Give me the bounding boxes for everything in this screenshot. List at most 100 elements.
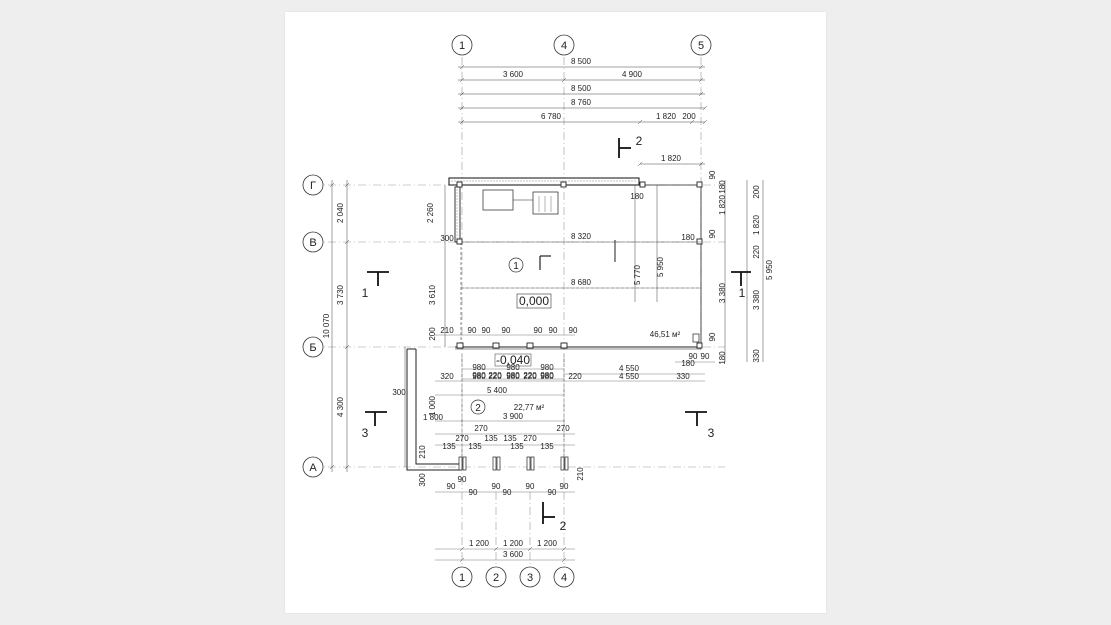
- dim-bottom-90-2: 90: [447, 482, 456, 491]
- dim-row320-6: 980: [540, 372, 554, 381]
- building-upper-block: [448, 177, 703, 350]
- dim-left-200: 200: [428, 327, 437, 341]
- dim-135-3: 135: [484, 434, 498, 443]
- dim-bottom-90-4: 90: [492, 482, 501, 491]
- dim-left-1000: 1 000: [428, 395, 437, 416]
- dim-left-210: 210: [418, 445, 427, 459]
- room2-number-circle: [470, 399, 486, 415]
- room1-level: 0,000: [519, 294, 549, 308]
- dim-135-1: 135: [442, 442, 456, 451]
- axis-label-bottom-1: 1: [459, 572, 465, 584]
- dim-right-330: 330: [752, 349, 761, 363]
- dim-wall-90-3: 90: [502, 326, 511, 335]
- dim-row320-9: 330: [676, 372, 690, 381]
- dim-row320-1: 320: [440, 372, 454, 381]
- dim-bottom-1200b: 1 200: [503, 539, 524, 548]
- dim-right-180b: 180: [718, 351, 727, 365]
- dim-right-3380a: 3 380: [718, 282, 727, 303]
- axis-label-top-4: 4: [561, 40, 567, 52]
- dim-135-6: 135: [540, 442, 554, 451]
- dim-980b-1: 980: [472, 371, 486, 380]
- dim-980a-2: 980: [506, 363, 520, 372]
- dim-270-top: 270: [474, 424, 488, 433]
- dim-right-3380b: 3 380: [752, 289, 761, 310]
- dim-top-6780: 6 780: [541, 112, 562, 121]
- floor-plan-drawing: 1 4 5 1 2 3 4 Г В Б А 8 500 3 600 4 900 …: [302, 34, 774, 588]
- dim-row320-7: 220: [568, 372, 582, 381]
- axis-label-bottom-3: 3: [527, 572, 533, 584]
- left-dimension-lines: [329, 180, 446, 472]
- room2-number: 2: [475, 403, 481, 414]
- right-dimension-lines: [724, 180, 764, 362]
- section-label-2-bottom: 2: [560, 519, 567, 533]
- dim-row320-3: 220: [488, 372, 502, 381]
- section-label-1-left: 1: [362, 286, 369, 300]
- dim-wall-90-1: 90: [468, 326, 477, 335]
- bottom-dimension-ticks: [459, 546, 567, 563]
- axis-bubbles: [302, 34, 712, 588]
- section-label-2-top: 2: [636, 134, 643, 148]
- building-lower-block: [406, 348, 569, 471]
- dim-right-small-90b: 90: [701, 352, 710, 361]
- dim-right-90b: 90: [708, 229, 717, 238]
- dim-135-2: 135: [468, 442, 482, 451]
- dim-top-1820-right: 1 820: [661, 154, 682, 163]
- dim-left-3730: 3 730: [336, 284, 345, 305]
- dim-right-200: 200: [752, 185, 761, 199]
- axis-label-top-1: 1: [459, 40, 465, 52]
- axis-label-bottom-4: 4: [561, 572, 567, 584]
- room2-level-box: [494, 353, 532, 367]
- dim-wall-90-5: 90: [549, 326, 558, 335]
- dim-room2-5400: 5 400: [487, 386, 508, 395]
- dim-bottom-300-label: 300: [418, 473, 427, 487]
- dim-top-200: 200: [682, 112, 696, 121]
- dim-top-8500a: 8 500: [571, 57, 592, 66]
- dim-top-8760: 8 760: [571, 98, 592, 107]
- top-dimension-lines: [458, 64, 708, 167]
- dim-row320-5: 220: [523, 372, 537, 381]
- axis-label-bottom-2: 2: [493, 572, 499, 584]
- dim-row320-2: 980: [472, 372, 486, 381]
- dim-left-2260: 2 260: [426, 202, 435, 223]
- dim-bottom-3600: 3 600: [503, 550, 524, 559]
- dim-left-3610: 3 610: [428, 284, 437, 305]
- dim-bottom-1200a: 1 200: [469, 539, 490, 548]
- dim-135-4: 135: [503, 434, 517, 443]
- dim-980b-4: 220: [523, 371, 537, 380]
- dim-bottom-90-7: 90: [548, 488, 557, 497]
- dim-980b-3: 980: [506, 371, 520, 380]
- dim-right-210: 210: [576, 467, 585, 481]
- room1-level-box: [516, 293, 552, 309]
- drawing-sheet: 1 4 5 1 2 3 4 Г В Б А 8 500 3 600 4 900 …: [285, 12, 826, 613]
- dim-room2-3900: 3 900: [503, 412, 524, 421]
- dim-bottom-90-6: 90: [526, 482, 535, 491]
- dim-980b-5: 980: [540, 371, 554, 380]
- dim-top-1820: 1 820: [656, 112, 677, 121]
- dim-wall-90-6: 90: [569, 326, 578, 335]
- dim-4550: 4 550: [619, 364, 640, 373]
- dim-right-1820: 1 820: [718, 194, 727, 215]
- dim-room1-5770: 5 770: [633, 264, 642, 285]
- dim-bottom-90-1: 90: [458, 475, 467, 484]
- dim-left-1800: 1 800: [423, 413, 444, 422]
- dim-135-5: 135: [510, 442, 524, 451]
- dim-right-small-90a: 90: [689, 352, 698, 361]
- room1-number-circle: [508, 257, 524, 273]
- dim-room1-180a: 180: [630, 192, 644, 201]
- dim-right-90c: 90: [708, 332, 717, 341]
- room2-level: -0,040: [496, 353, 530, 367]
- dim-room1-8680: 8 680: [571, 278, 592, 287]
- dim-bottom-90-3: 90: [469, 488, 478, 497]
- dim-room1-180b: 180: [681, 233, 695, 242]
- axis-label-left-b: Б: [309, 342, 316, 354]
- dim-270-1: 270: [455, 434, 469, 443]
- room1-area: 46,51 м²: [650, 330, 681, 339]
- dim-left-2040: 2 040: [336, 202, 345, 223]
- dim-left-10070: 10 070: [322, 313, 331, 338]
- dim-room1-8320: 8 320: [571, 232, 592, 241]
- room1-number: 1: [513, 261, 519, 272]
- dim-left-300b: 300: [392, 388, 406, 397]
- section-label-3-left: 3: [362, 426, 369, 440]
- section-label-3-right: 3: [708, 426, 715, 440]
- dim-right-180a: 180: [718, 180, 727, 194]
